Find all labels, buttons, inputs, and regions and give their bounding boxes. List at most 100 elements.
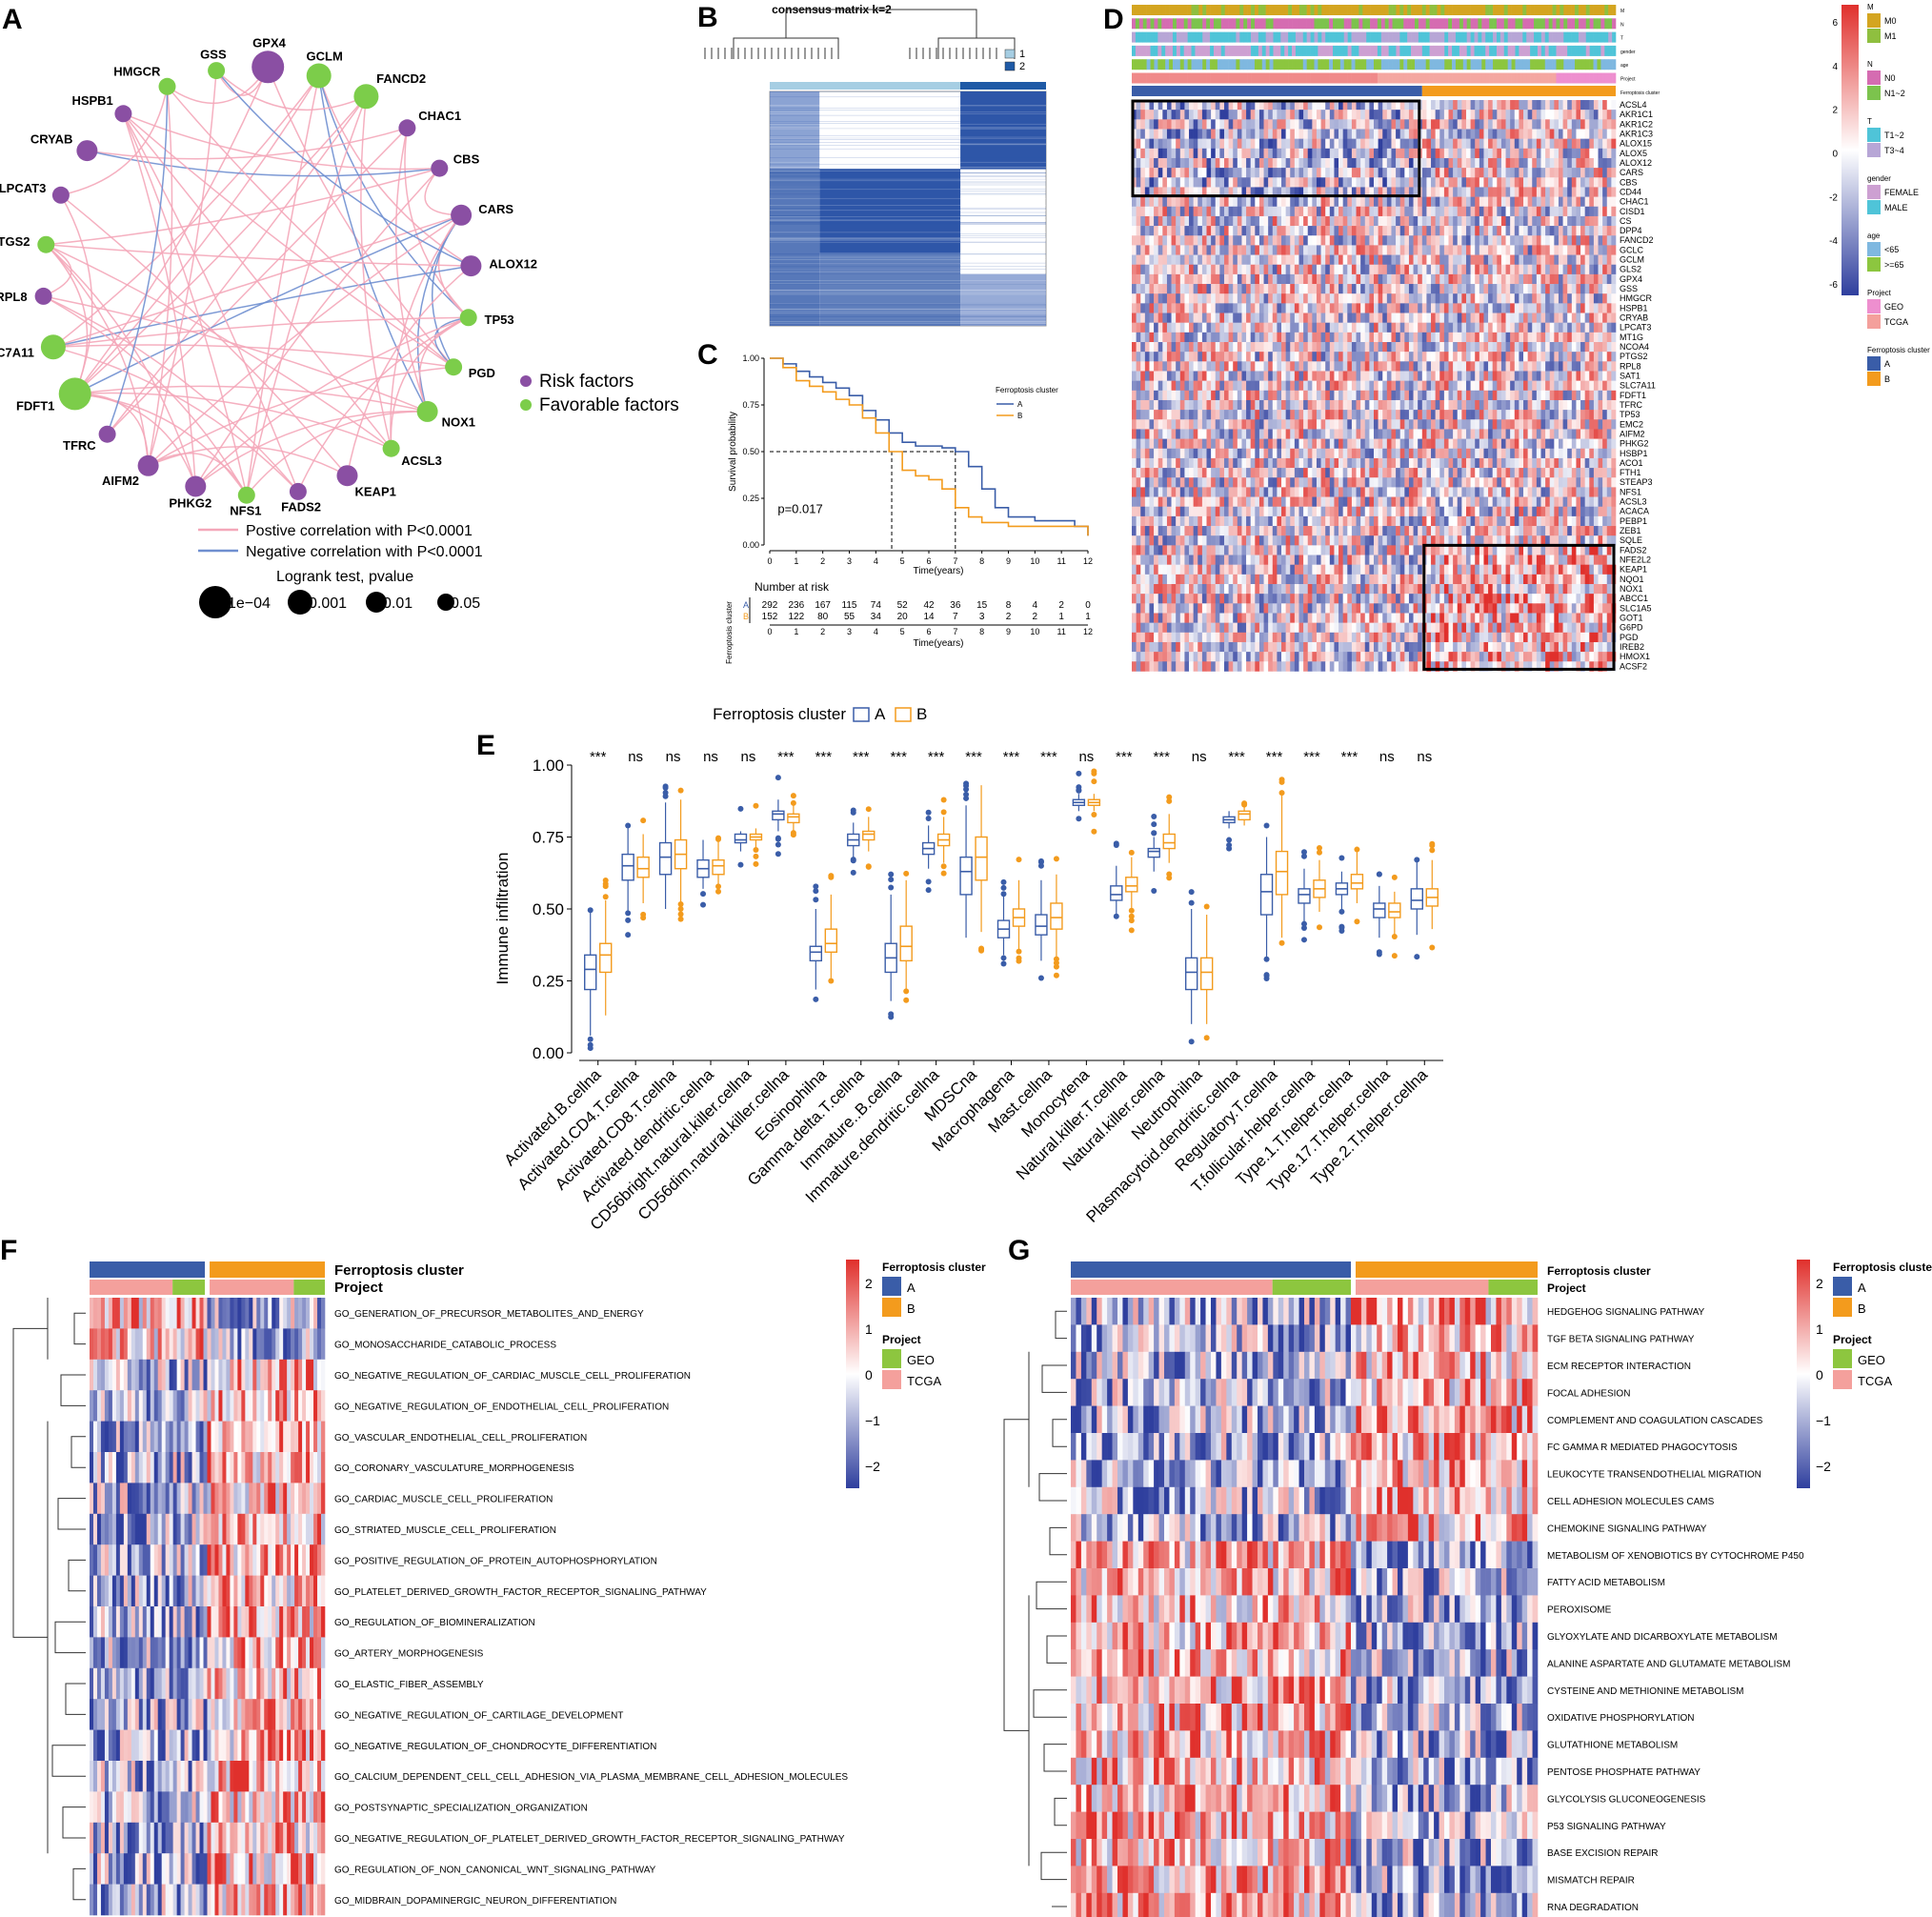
heat-cell <box>1219 187 1225 197</box>
annot-cell <box>1325 45 1330 56</box>
heat-cell <box>1505 157 1511 169</box>
annot-cell <box>1314 18 1318 30</box>
annot-cell <box>1589 5 1594 15</box>
annot-cell <box>1425 45 1430 56</box>
heat-cell <box>1378 110 1383 120</box>
heat-cell <box>1510 380 1516 392</box>
heat-cell <box>1290 380 1296 392</box>
heat-cell <box>1536 390 1541 401</box>
heat-cell <box>1250 371 1256 381</box>
heat-cell <box>1250 419 1256 430</box>
heat-cell <box>1360 177 1366 188</box>
annot-cell <box>1329 72 1334 84</box>
heat-cell <box>1294 303 1299 313</box>
heat-cell <box>1545 322 1551 333</box>
heat-cell <box>1567 100 1573 111</box>
heat-cell <box>1285 245 1291 255</box>
heat-cell <box>1549 215 1555 227</box>
heat-cell <box>1211 226 1217 236</box>
heat-cell <box>1250 206 1256 217</box>
annot-cell <box>1161 45 1166 56</box>
heat-cell <box>1171 380 1177 392</box>
positive-edge <box>123 112 440 171</box>
annot-cell <box>1288 31 1293 43</box>
heat-cell <box>1399 264 1405 275</box>
heat-cell <box>1201 361 1207 372</box>
heat-cell <box>1532 419 1538 430</box>
heat-cell <box>1470 196 1476 208</box>
heat-cell <box>1545 303 1551 313</box>
heat-cell <box>1338 100 1343 111</box>
heat-cell <box>1510 264 1516 275</box>
heat-cell <box>1413 177 1419 188</box>
heat-cell <box>1307 322 1313 333</box>
heat-cell <box>1439 138 1445 150</box>
annot-cell <box>1329 31 1334 43</box>
heat-cell <box>1396 342 1401 353</box>
heat-cell <box>1505 245 1511 255</box>
heat-cell <box>1443 148 1449 159</box>
heat-cell <box>1399 196 1405 208</box>
annot-cell <box>1202 72 1207 84</box>
annot-cell <box>1150 72 1155 84</box>
heat-cell <box>1184 303 1190 313</box>
heat-cell <box>1475 187 1480 197</box>
heat-cell <box>1426 352 1432 362</box>
heat-cell <box>1233 399 1238 411</box>
annot-cell <box>1503 31 1508 43</box>
heat-cell <box>1351 419 1357 430</box>
heat-cell <box>1329 352 1335 362</box>
heat-cell <box>1364 284 1370 294</box>
heat-cell <box>1342 119 1348 130</box>
heat-cell <box>1593 245 1599 255</box>
heat-cell <box>1505 303 1511 313</box>
annot-cell <box>1519 5 1523 15</box>
heat-cell <box>1369 177 1375 188</box>
heat-cell <box>1184 380 1190 392</box>
heat-cell <box>1465 399 1471 411</box>
heat-cell <box>1443 157 1449 169</box>
heat-cell <box>1514 303 1519 313</box>
heat-cell <box>1589 226 1595 236</box>
heat-cell <box>1593 138 1599 150</box>
heat-cell <box>1448 215 1454 227</box>
heat-cell <box>1179 322 1185 333</box>
positive-edge <box>87 127 408 160</box>
gene-node <box>353 84 379 110</box>
heat-cell <box>1396 100 1401 111</box>
heat-cell <box>1140 215 1146 227</box>
heat-cell <box>1237 100 1242 111</box>
heat-cell <box>1426 215 1432 227</box>
annot-cell <box>1414 59 1419 71</box>
heat-cell <box>1360 206 1366 217</box>
heat-cell <box>1453 215 1459 227</box>
heat-cell <box>1136 390 1141 401</box>
heat-cell <box>1514 264 1519 275</box>
heat-cell <box>1325 226 1331 236</box>
heat-cell <box>1316 273 1321 285</box>
heat-cell <box>1465 119 1471 130</box>
heat-cell <box>1602 187 1608 197</box>
heat-cell <box>1435 138 1440 150</box>
heat-cell <box>1532 273 1538 285</box>
heat-cell <box>1325 138 1331 150</box>
heat-cell <box>1540 129 1546 139</box>
heat-cell <box>1268 177 1274 188</box>
heat-cell <box>1360 361 1366 372</box>
heat-cell <box>1431 196 1436 208</box>
annot-cell <box>1157 45 1162 56</box>
heat-cell <box>1140 187 1146 197</box>
heat-cell <box>1219 226 1225 236</box>
annot-cell <box>1481 59 1486 71</box>
heat-cell <box>1386 361 1392 372</box>
heat-cell <box>1523 342 1528 353</box>
heat-cell <box>1171 361 1177 372</box>
heat-cell <box>1162 168 1168 178</box>
heat-cell <box>1598 138 1603 150</box>
heat-cell <box>1154 148 1159 159</box>
heat-cell <box>1549 419 1555 430</box>
heat-cell <box>1510 206 1516 217</box>
heat-cell <box>1201 371 1207 381</box>
annot-cell <box>1414 31 1419 43</box>
heat-cell <box>1246 419 1251 430</box>
